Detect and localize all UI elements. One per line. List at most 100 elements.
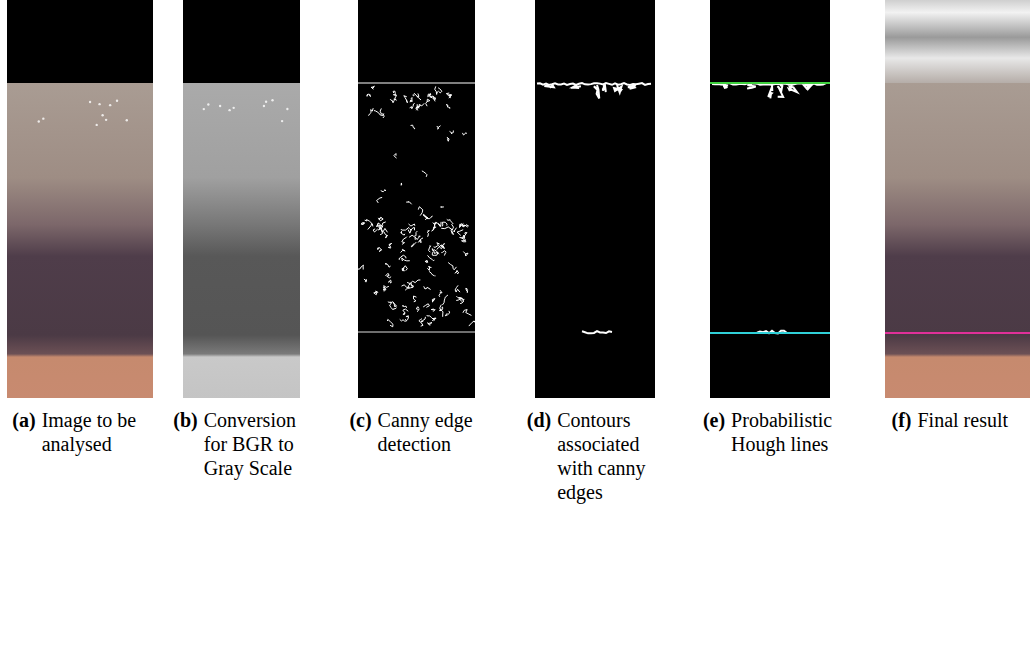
black-ground [710, 0, 830, 398]
edge-speck [410, 228, 414, 231]
subfigure-text: Canny edge detection [378, 408, 484, 456]
sample-photo [885, 83, 1030, 398]
hough-line [710, 332, 830, 334]
subfigure-caption: (e) Probabilistic Hough lines [703, 408, 837, 456]
edge-speck [463, 225, 466, 227]
edge-speck [373, 229, 378, 232]
edge-speck [462, 240, 467, 242]
subfigure-letter: (c) [349, 408, 371, 432]
bubble [265, 101, 267, 103]
contour-blob [777, 85, 783, 97]
edge-speck [431, 309, 435, 311]
edge-speck [384, 286, 389, 292]
edge-speck [380, 108, 384, 118]
edge-speck [418, 238, 423, 243]
edge-speck [361, 223, 364, 225]
edge-speck [394, 154, 396, 159]
edge-speck [450, 130, 454, 133]
edge-speck [463, 310, 472, 316]
edge-speck [414, 296, 417, 302]
edge-speck [451, 230, 454, 234]
edge-speck [419, 319, 423, 326]
subfigure-caption: (a)Image to be analysed [12, 408, 147, 456]
edge-speck [374, 111, 384, 116]
bubble [38, 120, 40, 122]
edge-speck [403, 309, 408, 315]
edge-speck [448, 262, 456, 269]
edge-speck [421, 317, 426, 322]
edge-speck [430, 96, 436, 98]
edge-speck [425, 260, 428, 263]
bubble [203, 108, 205, 110]
edge-speck [378, 217, 383, 220]
subfigure-text: Probabilistic Hough lines [731, 408, 837, 456]
edge-speck [388, 302, 392, 305]
edge-speck [357, 265, 363, 269]
edge-speck [457, 230, 463, 236]
bubble [219, 105, 221, 107]
edge-speck [453, 228, 456, 232]
edge-speck [466, 288, 468, 293]
edge-speck [455, 285, 460, 292]
edge-speck [401, 285, 409, 289]
edge-speck [387, 319, 393, 326]
bubble [281, 120, 283, 122]
black-ground [358, 0, 475, 398]
image-panel [183, 0, 300, 398]
subfigure-text: Contours associated with canny edges [557, 408, 663, 504]
contour-blob [747, 85, 756, 89]
edge-speck [380, 227, 383, 234]
subfigure-text: Conversion for BGR to Gray Scale [204, 408, 310, 480]
edge-speck [402, 237, 407, 245]
edge-speck [409, 224, 415, 226]
edge-speck [437, 245, 444, 249]
bubble [271, 99, 273, 101]
edge-speck [411, 125, 415, 129]
edge-speck [401, 249, 406, 252]
edge-speck [404, 96, 408, 103]
sample-photo [183, 83, 300, 398]
edge-speck [441, 227, 452, 230]
bottom-contour [582, 331, 612, 333]
edge-speck [429, 271, 435, 276]
edge-speck [442, 222, 447, 226]
edge-speck [402, 305, 406, 308]
edge-speck [402, 266, 407, 271]
edge-speck [417, 93, 421, 99]
edge-speck [378, 247, 382, 251]
edge-speck [428, 255, 435, 261]
edge-speck [463, 251, 468, 256]
edge-speck [446, 93, 451, 96]
subfigure-caption: (b)Conversion for BGR to Gray Scale [173, 408, 309, 480]
edge-speck [385, 264, 391, 268]
subfigure-text: Final result [917, 408, 1023, 432]
bubble [116, 100, 118, 102]
bubble [109, 104, 111, 106]
edge-speck [410, 103, 415, 108]
edge-speck [401, 231, 405, 235]
subfigure-letter: (a) [12, 408, 35, 432]
edge-speck [406, 202, 411, 205]
edge-speck [389, 305, 396, 310]
edge-speck [427, 322, 432, 325]
edge-speck [384, 232, 388, 238]
contour-blob [768, 85, 772, 98]
edge-speck [439, 307, 443, 311]
edge-speck [462, 132, 466, 135]
edge-speck [418, 207, 422, 216]
edge-speck [441, 206, 444, 207]
bubble [263, 105, 265, 107]
subfigure-caption: (c) Canny edge detection [349, 408, 483, 456]
bubble [101, 114, 103, 116]
edge-speck [415, 236, 420, 240]
subfigure-letter: (f) [892, 408, 912, 432]
edge-speck [407, 280, 420, 284]
masked-top [7, 0, 153, 83]
bubble [232, 107, 234, 109]
edge-speck [427, 266, 431, 270]
edge-speck [456, 296, 464, 300]
edge-speck [459, 235, 464, 239]
hough-line [710, 82, 830, 84]
subfigure-letter: (e) [703, 408, 725, 432]
